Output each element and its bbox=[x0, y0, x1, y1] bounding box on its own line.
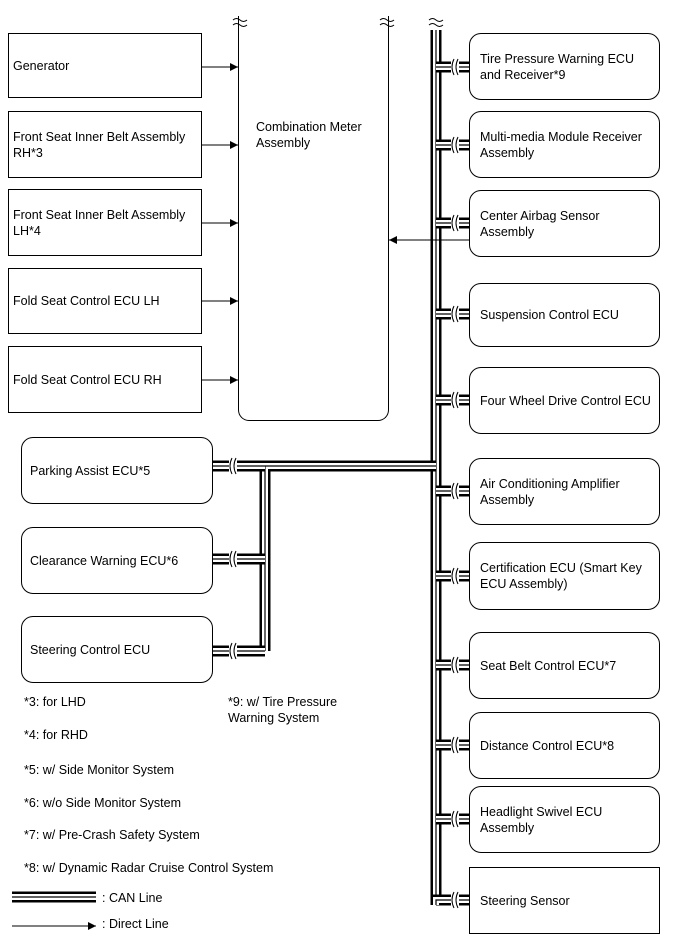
can-break-mark bbox=[451, 58, 455, 76]
can-break-gap bbox=[229, 458, 237, 474]
can-break-gap bbox=[451, 568, 459, 584]
left-can-bus-white bbox=[262, 463, 436, 651]
suspension-box: Suspension Control ECU bbox=[469, 283, 660, 347]
can-break-mark bbox=[455, 214, 459, 232]
fold-seat-rh-label: Fold Seat Control ECU RH bbox=[13, 372, 162, 387]
legend-can-line-label: : CAN Line bbox=[102, 891, 163, 905]
steering-control-box: Steering Control ECU bbox=[21, 616, 213, 683]
fold-seat-lh-box: Fold Seat Control ECU LH bbox=[8, 268, 202, 334]
footnote-3: *3: for LHD bbox=[24, 695, 86, 709]
generator-box: Generator bbox=[8, 33, 202, 98]
distance-control-label: Distance Control ECU*8 bbox=[480, 738, 615, 753]
tire-pressure-label: Tire Pressure Warning ECU and Receiver*9 bbox=[480, 51, 634, 82]
footnote-5: *5: w/ Side Monitor System bbox=[24, 763, 175, 777]
steering-sensor-label: Steering Sensor bbox=[480, 893, 570, 908]
fold-seat-rh-box: Fold Seat Control ECU RH bbox=[8, 346, 202, 413]
can-break-mark bbox=[455, 58, 459, 76]
can-break-mark bbox=[455, 305, 459, 323]
can-break-mark bbox=[233, 642, 237, 660]
clearance-warning-label: Clearance Warning ECU*6 bbox=[30, 553, 179, 568]
left-can-bus-inner bbox=[264, 465, 436, 651]
can-break-mark bbox=[451, 736, 455, 754]
suspension-label: Suspension Control ECU bbox=[480, 308, 619, 322]
combination-meter-label: Combination Meter Assembly bbox=[256, 120, 362, 150]
footnote-6: *6: w/o Side Monitor System bbox=[24, 796, 182, 810]
can-break-mark bbox=[455, 391, 459, 409]
can-break-mark bbox=[455, 891, 459, 909]
can-break-mark bbox=[229, 550, 233, 568]
four-wheel-drive-box: Four Wheel Drive Control ECU bbox=[469, 367, 660, 434]
can-break-mark bbox=[229, 457, 233, 475]
front-seat-lh-label: Front Seat Inner Belt Assembly LH*4 bbox=[13, 207, 186, 238]
can-break-gap bbox=[451, 811, 459, 827]
steering-sensor-box: Steering Sensor bbox=[469, 867, 660, 934]
can-break-gap bbox=[451, 137, 459, 153]
can-break-mark bbox=[455, 567, 459, 585]
combination-meter-box: Combination Meter Assembly bbox=[238, 16, 389, 421]
headlight-swivel-label: Headlight Swivel ECU Assembly bbox=[480, 804, 603, 835]
steering-control-label: Steering Control ECU bbox=[30, 642, 151, 657]
certification-box: Certification ECU (Smart Key ECU Assembl… bbox=[469, 542, 660, 610]
parking-assist-label: Parking Assist ECU*5 bbox=[30, 463, 151, 478]
can-break-mark bbox=[451, 891, 455, 909]
multimedia-label: Multi-media Module Receiver Assembly bbox=[480, 129, 642, 160]
air-conditioning-label: Air Conditioning Amplifier Assembly bbox=[480, 476, 620, 507]
generator-label: Generator bbox=[13, 58, 70, 73]
can-break-gap bbox=[451, 657, 459, 673]
can-break-gap bbox=[451, 483, 459, 499]
legend-direct-line-label: : Direct Line bbox=[102, 917, 169, 931]
can-break-mark bbox=[455, 810, 459, 828]
can-break-mark bbox=[455, 482, 459, 500]
can-break-mark bbox=[451, 391, 455, 409]
front-seat-rh-label: Front Seat Inner Belt Assembly RH*3 bbox=[13, 129, 186, 160]
parking-assist-box: Parking Assist ECU*5 bbox=[21, 437, 213, 504]
front-seat-lh-box: Front Seat Inner Belt Assembly LH*4 bbox=[8, 189, 202, 256]
v-break-gap bbox=[429, 19, 443, 26]
can-break-mark bbox=[451, 482, 455, 500]
can-break-mark bbox=[451, 136, 455, 154]
can-break-mark bbox=[455, 136, 459, 154]
fold-seat-lh-label: Fold Seat Control ECU LH bbox=[13, 294, 160, 308]
distance-control-box: Distance Control ECU*8 bbox=[469, 712, 660, 779]
center-airbag-box: Center Airbag Sensor Assembly bbox=[469, 190, 660, 257]
four-wheel-drive-label: Four Wheel Drive Control ECU bbox=[480, 393, 651, 408]
can-break-gap bbox=[451, 737, 459, 753]
left-can-bus-outer bbox=[259, 460, 436, 651]
clearance-warning-box: Clearance Warning ECU*6 bbox=[21, 527, 213, 594]
can-break-mark bbox=[233, 550, 237, 568]
v-break-mark bbox=[428, 18, 444, 22]
can-break-mark bbox=[451, 656, 455, 674]
can-break-mark bbox=[455, 736, 459, 754]
can-break-mark bbox=[229, 642, 233, 660]
can-break-mark bbox=[233, 457, 237, 475]
multimedia-box: Multi-media Module Receiver Assembly bbox=[469, 111, 660, 178]
headlight-swivel-box: Headlight Swivel ECU Assembly bbox=[469, 786, 660, 853]
seat-belt-label: Seat Belt Control ECU*7 bbox=[480, 658, 617, 673]
can-break-gap bbox=[451, 59, 459, 75]
can-break-mark bbox=[455, 656, 459, 674]
can-break-gap bbox=[229, 551, 237, 567]
can-break-gap bbox=[451, 215, 459, 231]
tire-pressure-box: Tire Pressure Warning ECU and Receiver*9 bbox=[469, 33, 660, 100]
footnote-8: *8: w/ Dynamic Radar Cruise Control Syst… bbox=[24, 861, 274, 875]
can-break-gap bbox=[229, 643, 237, 659]
footnote-4: *4: for RHD bbox=[24, 728, 88, 742]
can-break-mark bbox=[451, 567, 455, 585]
can-break-gap bbox=[451, 306, 459, 322]
air-conditioning-box: Air Conditioning Amplifier Assembly bbox=[469, 458, 660, 525]
can-break-gap bbox=[451, 892, 459, 908]
can-break-mark bbox=[451, 214, 455, 232]
center-airbag-label: Center Airbag Sensor Assembly bbox=[480, 208, 600, 239]
v-break-mark bbox=[428, 23, 444, 27]
can-break-mark bbox=[451, 810, 455, 828]
footnote-9: *9: w/ Tire Pressure Warning System bbox=[228, 695, 338, 725]
can-break-gap bbox=[451, 392, 459, 408]
seat-belt-box: Seat Belt Control ECU*7 bbox=[469, 632, 660, 699]
footnote-7: *7: w/ Pre-Crash Safety System bbox=[24, 828, 200, 842]
certification-label: Certification ECU (Smart Key ECU Assembl… bbox=[480, 561, 642, 591]
can-break-mark bbox=[451, 305, 455, 323]
front-seat-rh-box: Front Seat Inner Belt Assembly RH*3 bbox=[8, 111, 202, 178]
